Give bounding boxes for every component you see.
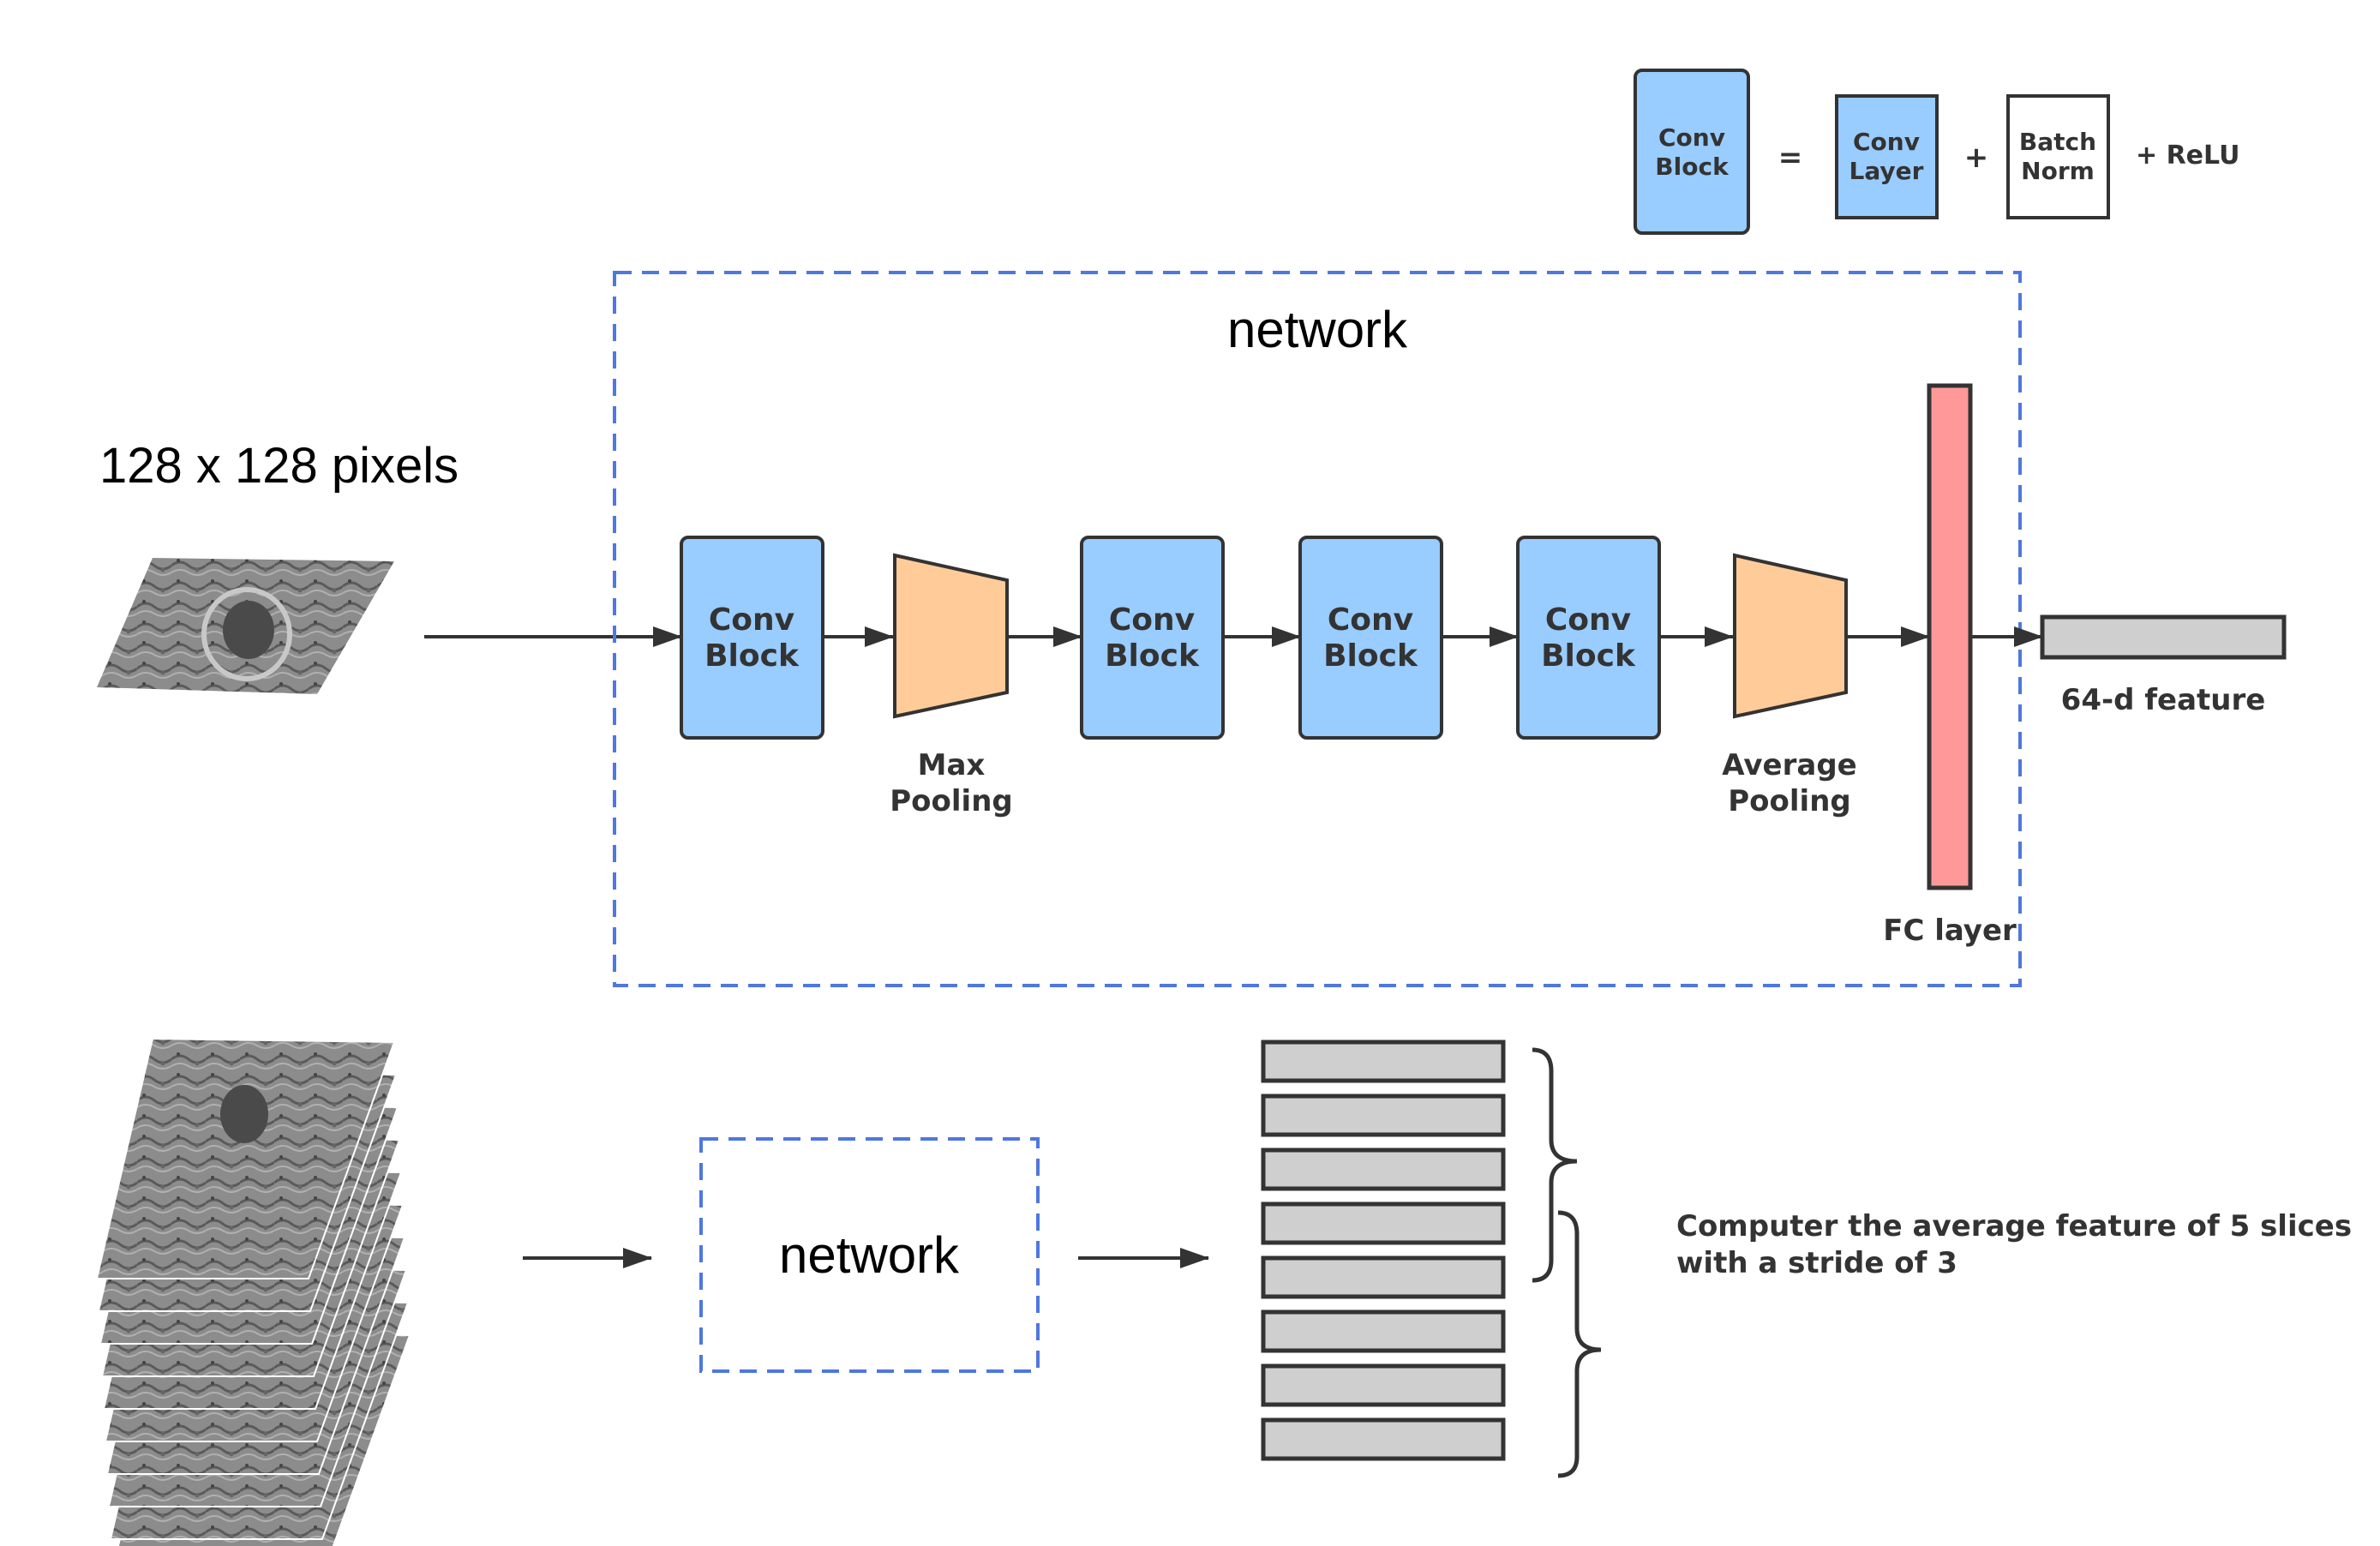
network-small-label: network — [779, 1226, 960, 1284]
legend-conv-block — [1634, 69, 1750, 235]
legend-batch-norm-line1: Batch — [2019, 128, 2096, 156]
input-size-label: 128 x 128 pixels — [99, 438, 459, 494]
feature-vector-output: 64-d feature — [2040, 614, 2287, 717]
feature-vector — [1261, 1040, 1506, 1083]
description-line2: with a stride of 3 — [1676, 1246, 1957, 1280]
feature-stack — [1261, 1040, 1506, 1461]
feature-vector — [1261, 1417, 1506, 1461]
conv-block: Conv Block — [680, 536, 824, 740]
brace-icon — [1557, 1210, 1602, 1478]
legend: Conv Block = Conv Layer + Batch Norm + R… — [1634, 69, 2239, 235]
brace-icon — [1532, 1047, 1578, 1283]
grouping-braces — [1532, 1047, 1602, 1478]
legend-conv-block-line2: Block — [1655, 153, 1730, 181]
mri-slice — [95, 1037, 396, 1279]
conv-block: Conv Block — [1298, 536, 1443, 740]
svg-text:Pooling: Pooling — [890, 784, 1013, 818]
svg-text:Block: Block — [1541, 638, 1636, 674]
legend-conv-block-line1: Conv — [1658, 123, 1725, 152]
svg-text:Conv: Conv — [1109, 602, 1195, 638]
feature-vector — [1261, 1148, 1506, 1191]
feature-vector — [1261, 1363, 1506, 1407]
svg-text:Block: Block — [704, 638, 800, 674]
network-small-frame — [699, 1137, 1040, 1373]
legend-batch-norm — [2006, 94, 2110, 219]
feature-vector — [1261, 1309, 1506, 1353]
fc-layer: FC layer — [1883, 383, 2017, 948]
legend-conv-layer-line1: Conv — [1853, 128, 1920, 156]
feature-vector — [1261, 1255, 1506, 1299]
conv-block: Conv Block — [1516, 536, 1661, 740]
svg-text:Average: Average — [1722, 748, 1856, 782]
legend-plus-relu: + ReLU — [2136, 141, 2239, 171]
conv-block: Conv Block — [1080, 536, 1225, 740]
average-pooling: Average Pooling — [1722, 553, 1857, 818]
mri-slice-stack-icon — [95, 1037, 411, 1546]
legend-conv-layer-line2: Layer — [1849, 157, 1924, 185]
max-pooling: Max Pooling — [890, 553, 1013, 818]
legend-equals: = — [1778, 141, 1803, 175]
svg-text:Pooling: Pooling — [1728, 784, 1851, 818]
mri-lesion — [220, 1085, 268, 1143]
description-line1: Computer the average feature of 5 slices — [1676, 1209, 2352, 1243]
svg-text:Block: Block — [1323, 638, 1418, 674]
svg-text:FC layer: FC layer — [1883, 914, 2017, 948]
svg-text:Conv: Conv — [1545, 602, 1631, 638]
network-title: network — [1227, 301, 1408, 358]
output-label: 64-d feature — [2061, 683, 2266, 717]
svg-text:Conv: Conv — [709, 602, 794, 638]
feature-vector — [1261, 1094, 1506, 1137]
legend-conv-layer — [1835, 94, 1939, 219]
legend-plus: + — [1964, 141, 1989, 175]
svg-text:Block: Block — [1105, 638, 1200, 674]
svg-text:Conv: Conv — [1328, 602, 1413, 638]
mri-slice-icon — [97, 558, 394, 694]
svg-text:Max: Max — [918, 748, 986, 782]
legend-batch-norm-line2: Norm — [2021, 157, 2095, 185]
feature-vector — [1261, 1201, 1506, 1245]
